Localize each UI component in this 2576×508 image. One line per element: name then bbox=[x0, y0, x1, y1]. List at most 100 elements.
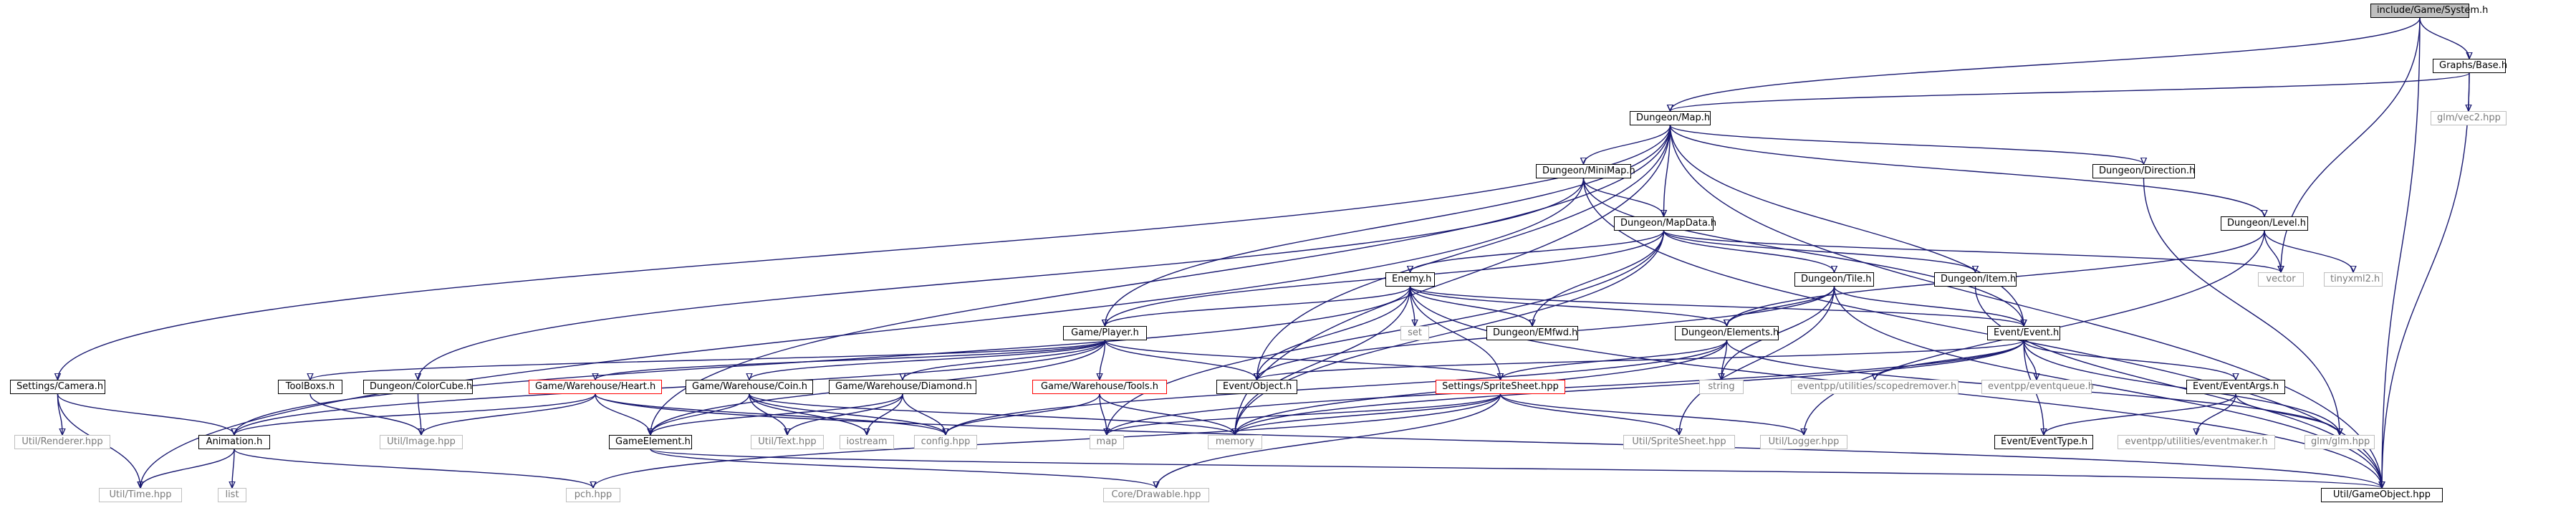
node-set: set bbox=[1400, 326, 1429, 340]
edge-event_eventargs-to-glm_glm bbox=[2235, 393, 2340, 435]
edge-settings_spritesheet-to-core_drawable bbox=[1156, 393, 1501, 488]
node-util-logger: Util/Logger.hpp bbox=[1760, 435, 1847, 449]
node-toolboxs[interactable]: ToolBoxs.h bbox=[278, 380, 342, 394]
edge-event_event-to-event_eventargs bbox=[2023, 340, 2236, 380]
node-warehouse-diamond[interactable]: Game/Warehouse/Diamond.h bbox=[829, 380, 976, 394]
node-enemy[interactable]: Enemy.h bbox=[1385, 272, 1435, 287]
node-map: map bbox=[1090, 435, 1124, 449]
edge-dungeon_mapdata-to-game_player bbox=[1105, 230, 1665, 326]
node-warehouse-coin[interactable]: Game/Warehouse/Coin.h bbox=[686, 380, 813, 394]
edge-dungeon_minimap-to-dungeon_colorcube bbox=[418, 178, 1585, 380]
edge-warehouse_tools-to-memory bbox=[1099, 393, 1235, 435]
edge-dungeon_map-to-dungeon_direction bbox=[1669, 125, 2144, 164]
node-memory: memory bbox=[1208, 435, 1262, 449]
node-animation[interactable]: Animation.h bbox=[198, 435, 270, 449]
node-dungeon-tile[interactable]: Dungeon/Tile.h bbox=[1794, 272, 1874, 287]
edge-warehouse_coin-to-iostream bbox=[749, 393, 867, 435]
edge-warehouse_diamond-to-iostream bbox=[867, 393, 903, 435]
node-util-gameobject[interactable]: Util/GameObject.hpp bbox=[2321, 488, 2443, 502]
edge-dungeon_minimap-to-util_gameobject bbox=[1582, 178, 2383, 488]
edge-dungeon_mapdata-to-memory bbox=[1235, 230, 1665, 435]
edge-warehouse_heart-to-util_image bbox=[421, 393, 596, 435]
edge-root-to-vector bbox=[2281, 17, 2421, 272]
edge-event_event-to-map bbox=[1107, 340, 2024, 435]
edge-animation-to-util_time bbox=[140, 449, 235, 488]
edge-event_eventargs-to-event_eventtype bbox=[2044, 393, 2236, 435]
edge-dungeon_tile-to-dungeon_elements bbox=[1727, 286, 1835, 326]
edge-warehouse_tools-to-config bbox=[946, 393, 1100, 435]
edge-game_element-to-core_drawable bbox=[650, 449, 1156, 488]
node-game-element[interactable]: GameElement.h bbox=[609, 435, 692, 449]
edge-warehouse_diamond-to-game_element bbox=[650, 393, 903, 435]
edge-warehouse_diamond-to-util_text bbox=[787, 393, 903, 435]
edge-event_event-to-memory bbox=[1235, 340, 2024, 435]
node-eventpp-eventqueue: eventpp/eventqueue.h bbox=[1981, 380, 2094, 394]
edge-event_event-to-event_object bbox=[1257, 340, 2024, 380]
node-dungeon-level[interactable]: Dungeon/Level.h bbox=[2221, 216, 2308, 231]
edge-animation-to-list bbox=[232, 449, 234, 488]
edge-warehouse_heart-to-game_element bbox=[595, 393, 650, 435]
edge-enemy-to-game_player bbox=[1105, 286, 1411, 326]
edge-dungeon_mapdata-to-dungeon_emfwd bbox=[1532, 230, 1665, 326]
edge-game_player-to-warehouse_coin bbox=[749, 340, 1106, 380]
edge-dungeon_minimap-to-event_event bbox=[1582, 178, 2024, 326]
node-event-event[interactable]: Event/Event.h bbox=[1987, 326, 2060, 340]
edge-dungeon_mapdata-to-map bbox=[1107, 230, 1665, 435]
node-dungeon-elements[interactable]: Dungeon/Elements.h bbox=[1675, 326, 1779, 340]
edge-settings_spritesheet-to-memory bbox=[1235, 393, 1501, 435]
node-dungeon-minimap[interactable]: Dungeon/MiniMap.h bbox=[1536, 164, 1635, 178]
edge-dungeon_tile-to-util_gameobject bbox=[1833, 286, 2383, 488]
edge-dungeon_tile-to-event_event bbox=[1833, 286, 2024, 326]
edge-dungeon_map-to-game_element bbox=[650, 125, 1671, 435]
edge-dungeon_minimap-to-dungeon_mapdata bbox=[1582, 178, 1664, 216]
node-dungeon-emfwd[interactable]: Dungeon/EMfwd.h bbox=[1486, 326, 1578, 340]
node-warehouse-tools[interactable]: Game/Warehouse/Tools.h bbox=[1032, 380, 1167, 394]
edge-settings_spritesheet-to-pch bbox=[593, 393, 1501, 488]
node-graphs-base[interactable]: Graphs/Base.h bbox=[2433, 59, 2507, 73]
edge-dungeon_map-to-settings_camera bbox=[58, 125, 1671, 380]
node-iostream: iostream bbox=[840, 435, 894, 449]
edge-settings_spritesheet-to-util_spritesheet bbox=[1499, 393, 1680, 435]
edge-dungeon_map-to-game_player bbox=[1105, 125, 1671, 326]
edge-settings_spritesheet-to-map bbox=[1107, 393, 1501, 435]
node-settings-camera[interactable]: Settings/Camera.h bbox=[10, 380, 105, 394]
node-warehouse-heart[interactable]: Game/Warehouse/Heart.h bbox=[529, 380, 662, 394]
node-string: string bbox=[1699, 380, 1744, 394]
node-event-eventargs[interactable]: Event/EventArgs.h bbox=[2186, 380, 2285, 394]
node-glm-vec2: glm/vec2.hpp bbox=[2431, 111, 2507, 125]
edge-root-to-dungeon_map bbox=[1671, 17, 2421, 111]
edge-warehouse_coin-to-memory bbox=[749, 393, 1235, 435]
node-dungeon-direction[interactable]: Dungeon/Direction.h bbox=[2092, 164, 2195, 178]
edge-game_player-to-event_object bbox=[1104, 340, 1257, 380]
node-list: list bbox=[218, 488, 246, 502]
node-event-object[interactable]: Event/Object.h bbox=[1216, 380, 1297, 394]
node-core-drawable: Core/Drawable.hpp bbox=[1103, 488, 1209, 502]
edge-dungeon_mapdata-to-dungeon_tile bbox=[1663, 230, 1835, 272]
node-dungeon-colorcube[interactable]: Dungeon/ColorCube.h bbox=[363, 380, 473, 394]
edge-enemy-to-dungeon_emfwd bbox=[1409, 286, 1533, 326]
node-tinyxml2: tinyxml2.h bbox=[2324, 272, 2383, 287]
node-util-renderer: Util/Renderer.hpp bbox=[14, 435, 110, 449]
edge-warehouse_heart-to-animation bbox=[234, 393, 596, 435]
edge-dungeon_level-to-tinyxml2 bbox=[2264, 230, 2353, 272]
edge-enemy-to-event_event bbox=[1409, 286, 2024, 326]
edge-dungeon_mapdata-to-dungeon_item bbox=[1663, 230, 1976, 272]
node-game-player[interactable]: Game/Player.h bbox=[1063, 326, 1147, 340]
node-include-game-system: include/Game/System.h bbox=[2370, 4, 2488, 18]
edge-graphs_base-to-util_gameobject bbox=[2382, 72, 2470, 488]
node-vector: vector bbox=[2258, 272, 2304, 287]
edge-enemy-to-event_object bbox=[1257, 286, 1411, 380]
node-dungeon-item[interactable]: Dungeon/Item.h bbox=[1934, 272, 2017, 287]
edge-animation-to-pch bbox=[234, 449, 593, 488]
node-event-eventtype[interactable]: Event/EventType.h bbox=[1994, 435, 2093, 449]
node-settings-spritesheet[interactable]: Settings/SpriteSheet.hpp bbox=[1436, 380, 1565, 394]
node-dungeon-map[interactable]: Dungeon/Map.h bbox=[1630, 111, 1711, 125]
edge-dungeon_mapdata-to-vector bbox=[1663, 230, 2282, 272]
edge-game_element-to-util_gameobject bbox=[650, 449, 2382, 488]
edge-root-to-util_gameobject bbox=[2382, 17, 2421, 488]
node-util-image: Util/Image.hpp bbox=[380, 435, 463, 449]
node-util-spritesheet: Util/SpriteSheet.hpp bbox=[1623, 435, 1735, 449]
node-dungeon-mapdata[interactable]: Dungeon/MapData.h bbox=[1614, 216, 1716, 231]
node-glm-glm: glm/glm.hpp bbox=[2305, 435, 2375, 449]
